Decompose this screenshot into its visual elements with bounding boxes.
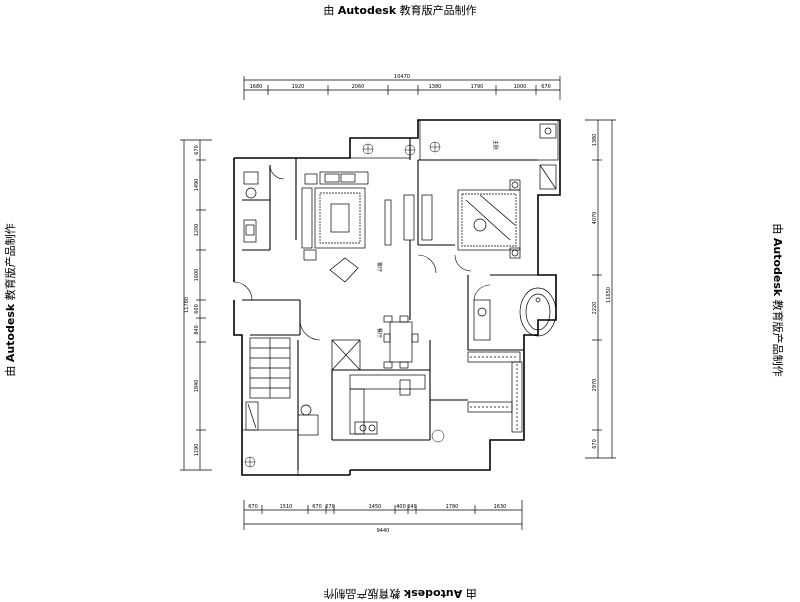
label-living-room: 客厅 (376, 262, 383, 272)
dimension-left: 670 1490 1200 1600 600 840 1840 1190 117… (180, 139, 212, 471)
closet-rails (467, 351, 523, 433)
desk (297, 404, 319, 436)
dim-right-5: 670 (592, 439, 598, 449)
dimension-right: 1380 4070 2220 2970 670 11650 (585, 119, 616, 459)
interior-walls (242, 138, 538, 470)
storage-cabinet (331, 339, 361, 371)
nightstands (509, 179, 521, 259)
dim-left-8: 1190 (194, 444, 200, 457)
dim-top-6: 1000 (514, 84, 527, 90)
dim-bottom-1: 670 (248, 504, 258, 510)
dim-top-5: 1790 (471, 84, 484, 90)
dining-table (383, 315, 419, 369)
tv-cabinet (384, 199, 392, 246)
dim-top-3: 2060 (352, 84, 365, 90)
dim-top-total: 10470 (394, 74, 410, 80)
bed (457, 189, 521, 251)
label-dining-room: 餐厅 (376, 328, 383, 338)
left-wardrobe (245, 401, 259, 431)
plants (244, 141, 445, 468)
dim-top-2: 1920 (292, 84, 305, 90)
dim-left-2: 1490 (194, 179, 200, 192)
dim-left-1: 670 (194, 145, 200, 155)
dim-right-total: 11650 (606, 287, 612, 303)
door-swings (233, 164, 491, 341)
wardrobe-bedroom (403, 194, 433, 241)
dim-left-total: 11780 (184, 297, 190, 313)
dim-left-7: 1840 (194, 380, 200, 393)
dim-left-5: 600 (194, 304, 200, 314)
watermark-top: 由 Autodesk 教育版产品制作 (323, 4, 477, 17)
kitchen-counter (349, 374, 426, 435)
left-bathroom (243, 171, 259, 243)
dim-right-1: 1380 (592, 134, 598, 147)
dim-bottom-4: 270 (325, 504, 335, 510)
dim-left-3: 1200 (194, 224, 200, 237)
dim-right-3: 2220 (592, 302, 598, 315)
dimension-bottom: 670 1510 670 270 1450 400 240 1780 1630 … (243, 500, 523, 534)
dim-bottom-total: 9440 (377, 528, 390, 534)
dim-bottom-8: 1780 (446, 504, 459, 510)
dim-bottom-6: 400 (396, 504, 406, 510)
room-labels: 客厅 餐厅 主卧 (376, 140, 499, 338)
label-bedroom: 主卧 (492, 140, 499, 150)
outer-walls (233, 119, 561, 476)
dim-right-4: 2970 (592, 379, 598, 392)
dim-bottom-3: 670 (312, 504, 322, 510)
sofa-set (301, 171, 369, 261)
dim-bottom-9: 1630 (494, 504, 507, 510)
dim-bottom-5: 1450 (369, 504, 382, 510)
dim-top-7: 670 (541, 84, 551, 90)
bathroom-sink (473, 299, 491, 341)
balcony-bottom (241, 429, 299, 476)
dim-top-4: 1380 (429, 84, 442, 90)
bathroom-fixtures (539, 123, 557, 190)
dim-left-4: 1600 (194, 269, 200, 282)
dim-left-6: 840 (194, 325, 200, 335)
armchair (329, 257, 359, 283)
balcony-top (349, 119, 559, 161)
dim-right-2: 4070 (592, 212, 598, 225)
dimension-top: 10470 1680 1920 2060 1380 1790 1000 670 (243, 74, 561, 100)
staircase (249, 337, 291, 399)
rug (314, 187, 366, 249)
bathtub (519, 287, 557, 337)
dim-bottom-7: 240 (407, 504, 417, 510)
dim-bottom-2: 1510 (280, 504, 293, 510)
dim-top-1: 1680 (250, 84, 263, 90)
